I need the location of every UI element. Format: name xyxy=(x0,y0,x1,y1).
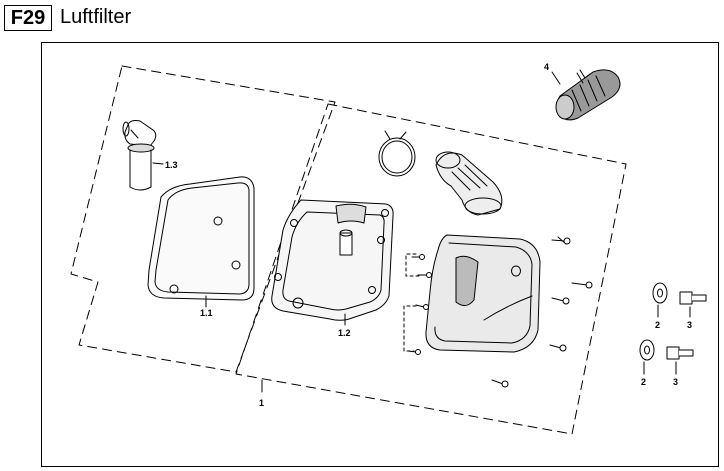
screw-leader-lines xyxy=(403,253,423,352)
page-code-box: F29 xyxy=(4,5,52,31)
breather-hose-part xyxy=(555,69,621,121)
diagram-frame xyxy=(41,42,719,467)
callout-1: 1 xyxy=(259,398,264,408)
callout-3-lower: 3 xyxy=(673,377,678,387)
intake-tube-part xyxy=(122,120,164,191)
page-title: Luftfilter xyxy=(60,6,132,28)
filter-cover-part xyxy=(425,234,541,353)
callout-leaders xyxy=(261,71,691,393)
callout-4: 4 xyxy=(544,62,549,72)
group-outline-right xyxy=(235,103,627,435)
callout-3-upper: 3 xyxy=(687,320,692,330)
callout-1-1: 1.1 xyxy=(200,308,213,318)
page-code: F29 xyxy=(10,6,46,29)
group-outline-left xyxy=(70,65,336,373)
callout-1-3: 1.3 xyxy=(165,160,178,170)
callout-2-upper: 2 xyxy=(655,320,660,330)
housing-base-part xyxy=(271,199,394,326)
cover-screws xyxy=(407,236,593,388)
washer-parts xyxy=(639,282,668,361)
callout-2-lower: 2 xyxy=(641,377,646,387)
hose-clamp-part xyxy=(378,130,416,177)
filter-element-part xyxy=(147,176,255,308)
bolt-parts xyxy=(666,291,707,360)
callout-1-2: 1.2 xyxy=(338,328,351,338)
intake-elbow-part xyxy=(435,151,503,216)
